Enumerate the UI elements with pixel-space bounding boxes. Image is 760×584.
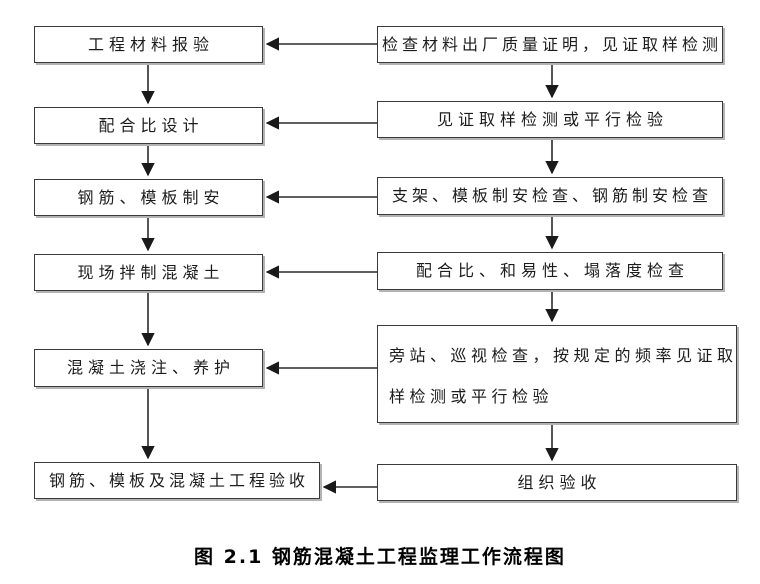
flow-node-concrete-pour-curing: 混凝土浇注、养护: [34, 349, 263, 387]
flow-node-side-station-inspection: 旁站、巡视检查，按规定的频率见证取 样检测或平行检验: [377, 325, 737, 423]
flow-node-rebar-formwork-install: 钢筋、模板制安: [34, 179, 263, 216]
flow-node-site-mixed-concrete: 现场拌制混凝土: [34, 254, 263, 291]
flow-node-mix-design: 配合比设计: [34, 107, 263, 144]
flow-node-line: 旁站、巡视检查，按规定的频率见证取: [389, 346, 738, 365]
flow-node-witness-sampling-test: 见证取样检测或平行检验: [377, 101, 723, 138]
flow-node-factory-cert-check: 检查材料出厂质量证明，见证取样检测: [377, 26, 723, 63]
flow-node-organize-acceptance: 组织验收: [377, 464, 737, 501]
flow-node-line: 样检测或平行检验: [389, 387, 554, 406]
flow-node-works-acceptance: 钢筋、模板及混凝土工程验收: [34, 462, 320, 499]
flow-node-support-formwork-rebar-check: 支架、模板制安检查、钢筋制安检查: [377, 177, 723, 215]
figure-caption: 图 2.1 钢筋混凝土工程监理工作流程图: [194, 546, 566, 568]
flow-node-mix-workability-slump-check: 配合比、和易性、塌落度检查: [377, 252, 723, 290]
flow-node-material-submission: 工程材料报验: [34, 26, 263, 63]
